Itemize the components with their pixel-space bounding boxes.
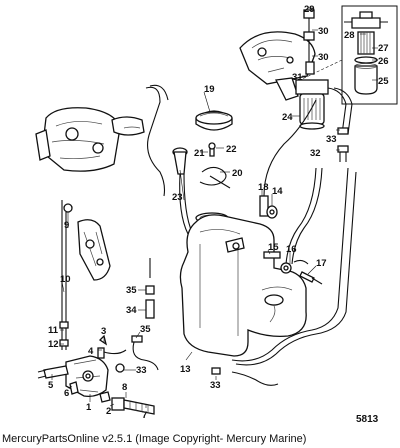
callout-20: 20 bbox=[232, 168, 243, 179]
oil-hose-upper bbox=[145, 86, 166, 197]
callout-27: 27 bbox=[378, 43, 389, 54]
callout-22: 22 bbox=[226, 144, 237, 155]
callout-15: 15 bbox=[268, 242, 279, 253]
image-copyright-credit: MercuryPartsOnline v2.5.1 (Image Copyrig… bbox=[2, 433, 307, 445]
lower-drain-hose bbox=[231, 371, 279, 386]
callout-10: 10 bbox=[60, 274, 71, 285]
callout-8: 8 bbox=[122, 382, 127, 393]
callout-23: 23 bbox=[172, 192, 183, 203]
diagram-reference-code: 5813 bbox=[356, 414, 379, 425]
callout-30-lower: 30 bbox=[318, 52, 329, 63]
callout-26: 26 bbox=[378, 56, 389, 67]
callout-11: 11 bbox=[48, 325, 59, 336]
callout-labels: 29 30 28 27 26 25 30 31 24 33 32 19 21 2… bbox=[48, 4, 389, 421]
callout-35-upper: 35 bbox=[126, 285, 137, 296]
oil-tank bbox=[179, 214, 307, 357]
callout-32: 32 bbox=[310, 148, 321, 159]
callout-30: 30 bbox=[318, 26, 329, 37]
callout-17: 17 bbox=[316, 258, 327, 269]
callout-4: 4 bbox=[88, 346, 94, 357]
oil-return-hose bbox=[231, 167, 349, 362]
callout-31: 31 bbox=[292, 72, 303, 83]
callout-33-pump: 33 bbox=[136, 365, 147, 376]
callout-21: 21 bbox=[194, 148, 205, 159]
callout-2: 2 bbox=[106, 406, 111, 417]
oil-hose-upper-2 bbox=[149, 84, 169, 101]
callout-9: 9 bbox=[64, 220, 69, 231]
engine-mount-bracket bbox=[239, 31, 316, 101]
callout-1: 1 bbox=[86, 402, 92, 413]
callout-13: 13 bbox=[180, 364, 191, 375]
callout-24: 24 bbox=[282, 112, 293, 123]
callout-18: 18 bbox=[258, 182, 269, 193]
oil-pump-assembly bbox=[37, 334, 155, 415]
callout-3: 3 bbox=[101, 326, 106, 337]
callout-6: 6 bbox=[64, 388, 69, 399]
callout-29: 29 bbox=[304, 4, 315, 15]
inset-fuel-filter-detail bbox=[299, 5, 398, 105]
callout-25: 25 bbox=[378, 76, 389, 87]
oil-return-hose-2 bbox=[235, 171, 357, 366]
callout-35-lower: 35 bbox=[140, 324, 151, 335]
callout-33-lower: 33 bbox=[210, 380, 221, 391]
carburetor-assembly bbox=[35, 107, 145, 172]
callout-34: 34 bbox=[126, 305, 137, 316]
callout-7: 7 bbox=[142, 410, 147, 421]
callout-28: 28 bbox=[344, 30, 355, 41]
callout-12: 12 bbox=[48, 339, 59, 350]
leader-lines bbox=[51, 7, 378, 408]
callout-19: 19 bbox=[204, 84, 215, 95]
throttle-linkage bbox=[59, 200, 111, 350]
tank-fittings bbox=[259, 99, 323, 285]
callout-16: 16 bbox=[286, 244, 297, 255]
lower-clamp bbox=[211, 367, 221, 375]
callout-33-upper: 33 bbox=[326, 134, 337, 145]
callout-5: 5 bbox=[48, 380, 54, 391]
callout-14: 14 bbox=[272, 186, 283, 197]
